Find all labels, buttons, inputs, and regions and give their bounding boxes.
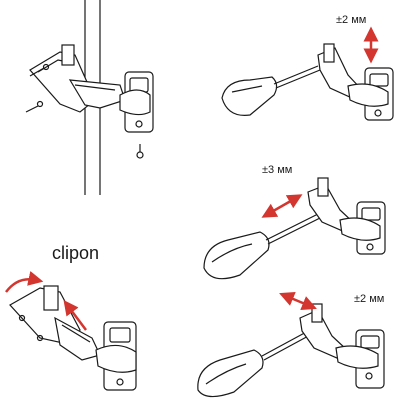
panel-depth-adjust (203, 177, 386, 280)
label-depth-adjust: ±3 мм (262, 164, 293, 176)
hinge-icon (119, 71, 154, 133)
screwdriver-icon (197, 329, 313, 398)
panel-mounting (25, 0, 154, 195)
screw-icon (29, 63, 50, 77)
screw-icon (25, 100, 44, 113)
label-vertical-adjust: ±2 мм (336, 14, 367, 26)
double-arrow-icon (63, 300, 87, 331)
screw-icon (136, 144, 144, 159)
screwdriver-icon (221, 65, 321, 116)
panel-vertical-adjust (221, 26, 394, 121)
curved-arrow-icon (5, 271, 44, 293)
panel-clipon (5, 271, 137, 391)
hinge-icon (307, 177, 386, 255)
mounting-plate (29, 44, 96, 113)
hinge-icon (317, 43, 394, 121)
hinge-arm (68, 79, 126, 109)
double-arrow-icon (279, 291, 317, 311)
hinge-icon (95, 321, 137, 391)
panel-lateral-adjust (197, 291, 385, 398)
hinge-arm (54, 316, 101, 361)
double-arrow-icon (261, 194, 303, 218)
screwdriver-icon (203, 213, 321, 280)
hinge-icon (299, 303, 385, 389)
label-lateral-adjust: ±2 мм (354, 293, 385, 305)
label-clipon: clipon (52, 243, 100, 263)
